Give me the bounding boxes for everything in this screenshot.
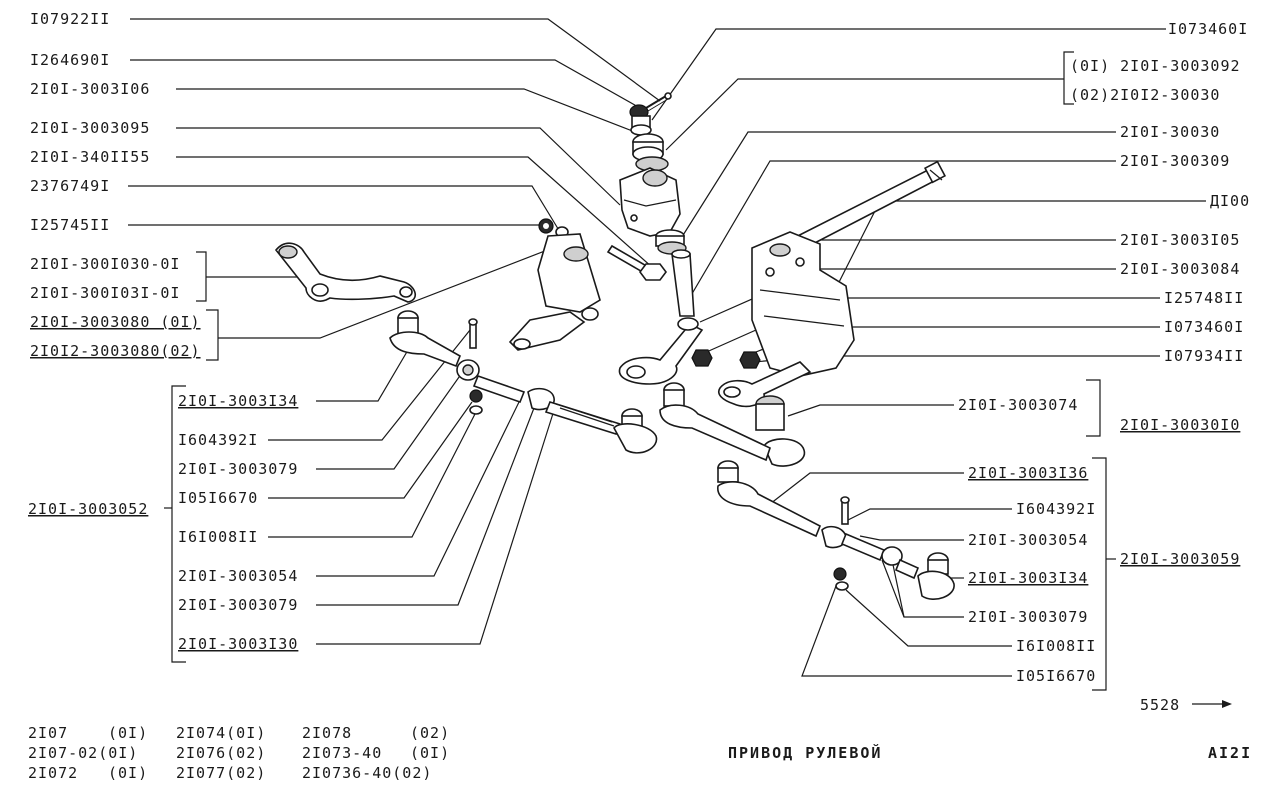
model-c3r2b: (0I): [410, 744, 450, 762]
label-r-3054b: 2I0I-3003054: [968, 531, 1088, 549]
label-3095: 2I0I-3003095: [30, 119, 150, 137]
figure-number: 5528: [1140, 696, 1180, 714]
label-r-3074: 2I0I-3003074: [958, 396, 1078, 414]
label-1610081a: I6I008II: [178, 528, 258, 546]
model-c1r3: 2I072: [28, 764, 78, 782]
page-code: AI2I: [1208, 744, 1252, 762]
steering-arm-icon: [274, 242, 416, 303]
castle-nut-icon: [629, 104, 652, 136]
right-labels: I073460I (0I) 2I0I-3003092 (02)2I0I2-300…: [958, 20, 1250, 714]
model-c2r1: 2I074(0I): [176, 724, 266, 742]
label-3106: 2I0I-3003I06: [30, 80, 150, 98]
label-r-107934: I07934II: [1164, 347, 1244, 365]
bracket-bolt-icon: [606, 244, 667, 281]
left-tie-rod-end-icon: [389, 310, 462, 368]
left-labels: I07922II I264690I 2I0I-3003I06 2I0I-3003…: [28, 10, 298, 653]
right-tie-rod-tube-icon: [821, 525, 955, 600]
label-r-3098: 2I0I-300309: [1120, 152, 1230, 170]
bushing-stack-icon: [632, 133, 669, 172]
left-cotter-pin-icon: [468, 318, 478, 349]
label-r-1051667b: I05I6670: [1016, 667, 1096, 685]
right-inner-tie-rod-end-icon: [717, 460, 822, 538]
label-r-3010: 2I0I-30030I0: [1120, 416, 1240, 434]
label-r-3105: 2I0I-3003I05: [1120, 231, 1240, 249]
label-r-3059: 2I0I-3003059: [1120, 550, 1240, 568]
label-r-3092a: (0I) 2I0I-3003092: [1070, 57, 1241, 75]
left-nut-icon: [469, 389, 483, 403]
left-washer-icon: [469, 405, 483, 415]
model-c3r3: 2I0736-40(02): [302, 764, 432, 782]
parts-drawing: [274, 92, 955, 600]
brackets: [171, 51, 1107, 691]
label-r-3092b: (02)2I0I2-30030: [1070, 86, 1220, 104]
model-c2r3: 2I077(02): [176, 764, 266, 782]
label-125745: I25745II: [30, 216, 110, 234]
label-3080a: 2I0I-3003080 (0I): [30, 313, 201, 331]
right-cotter-pin-icon: [840, 496, 850, 525]
label-r-107346a: I073460I: [1168, 20, 1248, 38]
label-3080b: 2I0I2-3003080(02): [30, 342, 201, 360]
label-3130: 2I0I-3003I30: [178, 635, 298, 653]
label-r-3084: 2I0I-3003084: [1120, 260, 1240, 278]
model-c1r2: 2I07-02(0I): [28, 744, 138, 762]
small-nut-icon: [538, 218, 554, 234]
label-126469: I264690I: [30, 51, 110, 69]
center-link-icon: [618, 317, 704, 385]
cotter-pin-icon: [645, 92, 672, 112]
label-1031: 2I0I-300I03I-0I: [30, 284, 180, 302]
label-r-d100: ДI00: [1210, 192, 1250, 210]
middle-tie-rod-icon: [659, 382, 771, 462]
label-r-125748: I25748II: [1164, 289, 1244, 307]
label-r-3030: 2I0I-30030: [1120, 123, 1220, 141]
model-c3r1: 2I078: [302, 724, 352, 742]
model-c3r2: 2I073-40: [302, 744, 382, 762]
model-c2r2: 2I076(02): [176, 744, 266, 762]
label-r-1604392b: I604392I: [1016, 500, 1096, 518]
label-3401155: 2I0I-340II55: [30, 148, 150, 166]
label-r-3079c: 2I0I-3003079: [968, 608, 1088, 626]
model-c1r1: 2I07: [28, 724, 68, 742]
pendulum-bracket-icon: [619, 167, 681, 237]
label-3052: 2I0I-3003052: [28, 500, 148, 518]
steering-gear-housing-icon: [751, 231, 855, 377]
left-clamp-icon: [456, 359, 480, 381]
left-tie-rod-tube-icon: [472, 374, 658, 454]
pendulum-shaft-icon: [671, 249, 695, 317]
label-3079a: 2I0I-3003079: [178, 460, 298, 478]
label-r-3134b: 2I0I-3003I34: [968, 569, 1088, 587]
label-107922: I07922II: [30, 10, 110, 28]
label-3079b: 2I0I-3003079: [178, 596, 298, 614]
leader-lines: [128, 18, 1206, 677]
right-nut-icon: [833, 567, 847, 581]
figure-arrow-icon: [1192, 700, 1232, 708]
right-washer-icon: [835, 581, 849, 591]
label-1604392a: I604392I: [178, 431, 258, 449]
model-c1r3b: (0I): [108, 764, 148, 782]
model-c1r1b: (0I): [108, 724, 148, 742]
label-1051667a: I05I6670: [178, 489, 258, 507]
right-link-ball-joint-icon: [755, 395, 806, 467]
page-title: ПРИВОД РУЛЕВОЙ: [728, 743, 882, 762]
label-r-3136: 2I0I-3003I36: [968, 464, 1088, 482]
gear-arm-bracket-icon: [508, 233, 601, 351]
center-nut-2-icon: [739, 351, 761, 369]
lower-bushing-icon: [655, 229, 687, 255]
label-1030: 2I0I-300I030-0I: [30, 255, 180, 273]
label-3134a: 2I0I-3003I34: [178, 392, 298, 410]
label-3054a: 2I0I-3003054: [178, 567, 298, 585]
model-table: 2I07 (0I) 2I07-02(0I) 2I072 (0I) 2I074(0…: [28, 724, 450, 782]
label-r-107346b: I073460I: [1164, 318, 1244, 336]
center-nut-icon: [691, 349, 713, 367]
label-r-1610081b: I6I008II: [1016, 637, 1096, 655]
label-2376749: 2376749I: [30, 177, 110, 195]
model-c3r1b: (02): [410, 724, 450, 742]
